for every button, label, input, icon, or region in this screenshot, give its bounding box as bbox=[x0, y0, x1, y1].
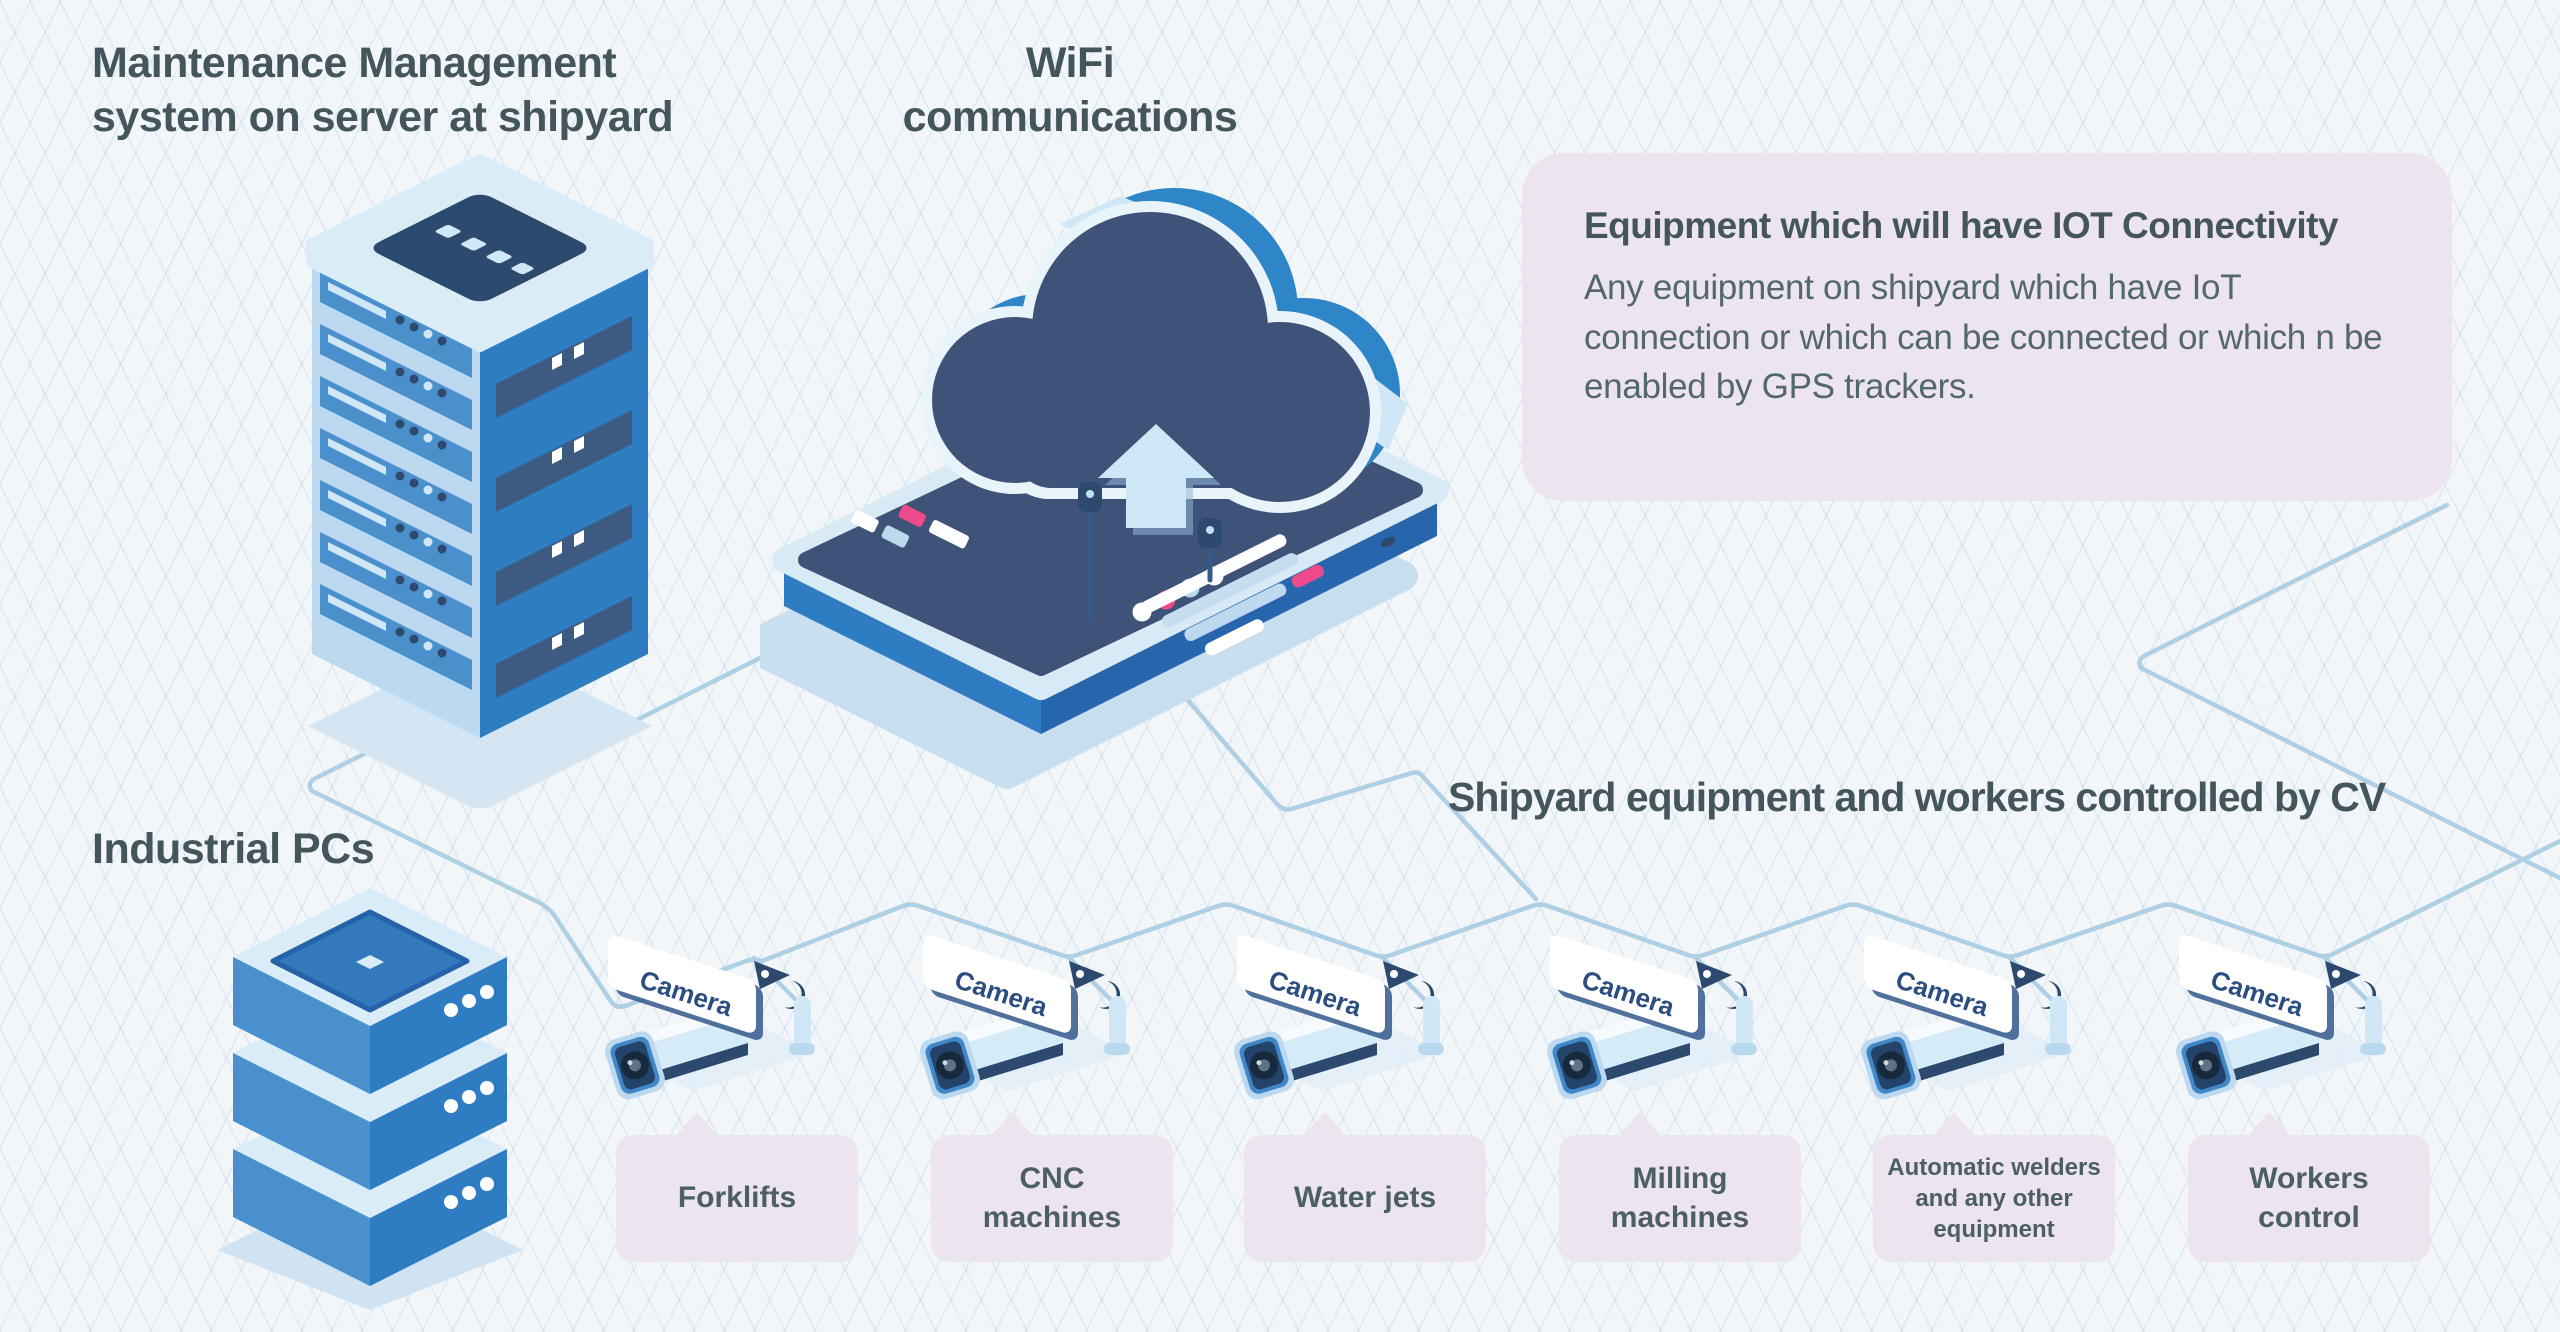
pin-icons bbox=[1078, 482, 1222, 548]
equipment-label-text: Workers control bbox=[2249, 1162, 2369, 1234]
infobox-feeder-line bbox=[2137, 502, 2560, 881]
phone-feeder-line bbox=[1183, 695, 1539, 902]
cloud-upload-icon bbox=[921, 188, 1408, 535]
wifi-communications-title: WiFi communications bbox=[902, 39, 1238, 142]
equipment-label-automatic-welders: Automatic welders and any other equipmen… bbox=[1873, 1112, 2115, 1262]
camera-trunk-line bbox=[743, 838, 2560, 964]
equipment-label-text: Water jets bbox=[1293, 1181, 1437, 1215]
equipment-label-text: Automatic welders and any other equipmen… bbox=[1887, 1153, 2101, 1244]
maintenance-system-title: Maintenance Management system on server … bbox=[92, 39, 674, 142]
equipment-label-forklifts: Forklifts bbox=[616, 1112, 858, 1262]
screen-widgets-top bbox=[851, 504, 969, 549]
equipment-label-milling-machines: Milling machines bbox=[1559, 1112, 1801, 1262]
cctv-camera-icon: Camera bbox=[1850, 905, 2110, 1120]
cctv-camera-icon: Camera bbox=[1536, 905, 1796, 1120]
equipment-label-workers-control: Workers control bbox=[2188, 1112, 2430, 1262]
industrial-pc-illustration bbox=[217, 888, 523, 1310]
smartphone-illustration bbox=[760, 188, 1449, 789]
equipment-label-text: Milling machines bbox=[1610, 1162, 1750, 1234]
industrial-pcs-title: Industrial PCs bbox=[92, 825, 375, 873]
cctv-camera-icon: Camera bbox=[2165, 905, 2425, 1120]
iot-connectivity-info-box: Equipment which will have IOT Connectivi… bbox=[1522, 153, 2452, 501]
equipment-label-text: CNC machines bbox=[982, 1162, 1122, 1234]
equipment-label-text: Forklifts bbox=[677, 1181, 797, 1215]
server-rack-illustration bbox=[306, 154, 654, 808]
equipment-label-water-jets: Water jets bbox=[1244, 1112, 1486, 1262]
shipyard-cv-title: Shipyard equipment and workers controlle… bbox=[1448, 774, 2386, 820]
cctv-camera-icon: Camera bbox=[1223, 905, 1483, 1120]
equipment-label-cnc-machines: CNC machines bbox=[931, 1112, 1173, 1262]
info-box-body: Any equipment on shipyard which have IoT… bbox=[1584, 268, 2383, 407]
cctv-camera-icon: Camera bbox=[594, 905, 854, 1120]
server-to-pc-line bbox=[307, 699, 749, 1009]
info-box-title: Equipment which will have IOT Connectivi… bbox=[1584, 205, 2339, 246]
cctv-camera-icon: Camera bbox=[909, 905, 1169, 1120]
screen-widgets-bottom bbox=[1141, 534, 1324, 656]
server-top-panel bbox=[373, 194, 587, 302]
